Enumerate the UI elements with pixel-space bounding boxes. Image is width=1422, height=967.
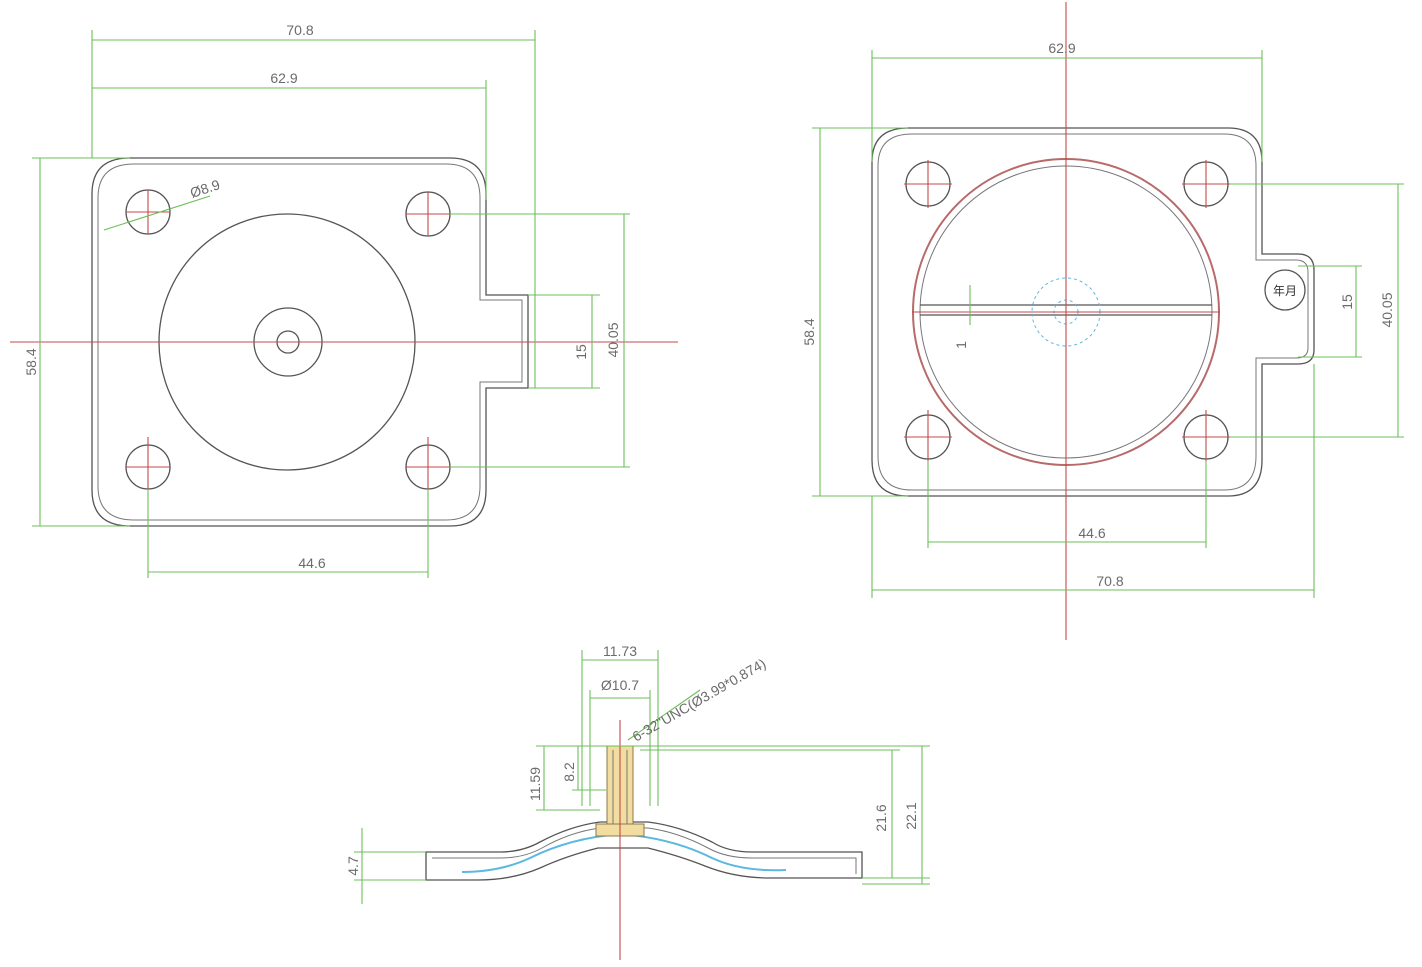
left-dim-hole-spacing: 44.6 [298, 555, 325, 571]
section-dim-height-b: 22.1 [903, 802, 919, 829]
right-dim-top: 62.9 [1048, 40, 1075, 56]
right-dim-tab-15: 15 [1339, 294, 1355, 310]
stamp-circle [1264, 269, 1306, 311]
right-plate-outline [871, 127, 1315, 497]
left-dim-tab-15: 15 [573, 344, 589, 360]
section-dim-head: 11.73 [603, 643, 637, 659]
section-view: 11.73 Ø10.7 6-32"UNC(Ø3.99*0.874) 11.59 … [345, 643, 930, 960]
left-view: 70.8 62.9 Ø8.9 58.4 15 40.05 44.6 [10, 22, 678, 578]
section-dim-thread-depth: 8.2 [561, 762, 577, 782]
right-plate-inner-outline [877, 133, 1309, 491]
section-elastomer [461, 832, 787, 873]
section-dim-height-a: 21.6 [873, 804, 889, 831]
section-dim-shank: Ø10.7 [601, 677, 639, 693]
section-plate-profile [425, 821, 863, 881]
right-dim-height: 58.4 [801, 318, 817, 345]
left-dim-62-9: 62.9 [270, 70, 297, 86]
section-dim-base: 4.7 [345, 856, 361, 876]
right-dim-tab-span: 40.05 [1379, 292, 1395, 327]
right-dim-gap: 1 [953, 341, 969, 349]
right-view: 年月 62.9 58.4 1 15 40.05 44.6 [801, 2, 1404, 640]
stamp-text: 年月 [1273, 284, 1297, 298]
section-dim-insert-height: 11.59 [527, 767, 543, 801]
left-plate-outline [91, 157, 529, 527]
left-plate-inner-outline [97, 163, 523, 521]
right-dim-overall-width: 70.8 [1096, 573, 1123, 589]
right-dim-hole-spacing: 44.6 [1078, 525, 1105, 541]
left-dim-overall-width: 70.8 [286, 22, 313, 38]
section-plate-inner [432, 827, 857, 874]
left-dim-height: 58.4 [23, 348, 39, 375]
left-dim-tab-span: 40.05 [605, 322, 621, 357]
